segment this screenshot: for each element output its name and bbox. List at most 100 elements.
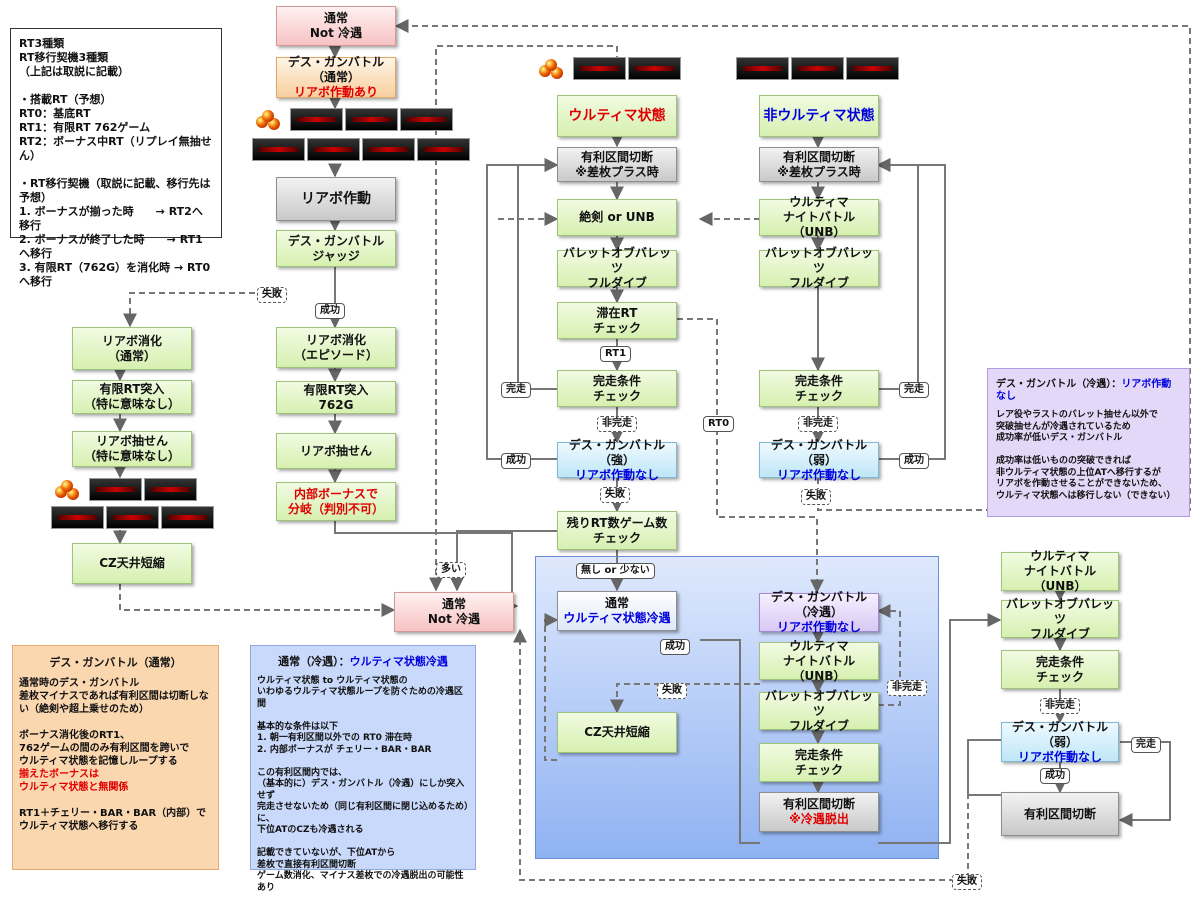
note-line: この有利区間内では、 xyxy=(257,767,348,778)
reel-icon xyxy=(290,108,343,131)
node-line: リアボ抽せん xyxy=(299,443,372,458)
note-line: ボーナス消化後のRT1、 xyxy=(19,730,131,741)
riabo-syouka-ep-node: リアボ消化 （エピソード） xyxy=(276,327,396,368)
note-line xyxy=(19,716,212,729)
reel-icon xyxy=(846,57,899,80)
death-weak-non-node: デス・ガンバトル（弱） リアボ作動なし xyxy=(759,438,879,482)
node-line: 完走条件 xyxy=(794,373,843,388)
node-line: バレットオブバレッツ xyxy=(1005,596,1114,626)
node-line: フルダイブ xyxy=(788,718,849,733)
node-line: デス・ガンバトル xyxy=(287,233,385,248)
ultima-unb-cold-node: ウルティマ ナイトバトル（UNB） xyxy=(759,638,879,683)
tag-fail-strong: 失敗 xyxy=(600,487,630,503)
note-line: いわゆるウルティマ状態ループを防ぐための冷遇区間 xyxy=(257,687,463,709)
note-line: ウルティマ状態へ移行する xyxy=(19,821,139,832)
legend-line: 2. ボーナスが終了した時 → RT1へ移行 xyxy=(19,233,203,260)
node-line: 残りRT数ゲーム数 xyxy=(566,515,668,530)
ultima-unb-non-node: ウルティマ ナイトバトル（UNB） xyxy=(759,195,879,239)
node-line: ウルティマ xyxy=(789,638,849,653)
note-line: 差枚で直接有利区間切断 xyxy=(257,859,357,870)
node-line: ジャッジ xyxy=(312,248,360,263)
note-line: 揃えたボーナスは xyxy=(19,769,99,780)
node-line: ナイトバトル（UNB） xyxy=(782,653,856,683)
riabo-active-node: リアボ作動 xyxy=(276,177,396,221)
death-strong-node: デス・ガンバトル（強） リアボ作動なし xyxy=(557,438,677,482)
reel-strip-ultima xyxy=(535,57,681,80)
tag-not-complete-n: 非完走 xyxy=(798,416,838,432)
note-line: 成功率が低いデス・ガンバトル xyxy=(996,433,1123,443)
node-line: 有利区間切断 xyxy=(580,149,653,164)
complete-check-non-node: 完走条件 チェック xyxy=(759,370,879,407)
node-line: ※差枚プラス時 xyxy=(777,164,861,179)
tag-success-r: 成功 xyxy=(1040,768,1070,784)
note-line: 762ゲームの間のみ有利区間を跨いで xyxy=(19,743,190,754)
tag-rt1: RT1 xyxy=(600,346,632,362)
note-title: デス・ガンバトル（通常） xyxy=(49,656,182,669)
death-normal-node: デス・ガンバトル（通常） リアボ作動あり xyxy=(276,55,396,99)
riabo-chusen-node: リアボ抽せん xyxy=(276,433,396,469)
note-line: 2. 内部ボーナスが チェリー・BAR・BAR xyxy=(257,744,432,755)
node-line: 通常 xyxy=(323,11,348,25)
legend-line: 1. ボーナスが揃った時 → RT2へ移行 xyxy=(19,205,203,232)
note-line: 基本的な条件は以下 xyxy=(257,721,339,732)
node-line: デス・ガンバトル（弱） xyxy=(770,437,868,467)
ultima-unb-right-node: ウルティマ ナイトバトル（UNB） xyxy=(1001,549,1119,593)
reel-icon xyxy=(106,506,159,529)
reel-strip-left-bottom xyxy=(51,478,197,501)
node-line: ウルティマ xyxy=(789,195,849,209)
reel-icon xyxy=(628,57,681,80)
node-line: ウルティマ状態 xyxy=(568,107,666,124)
zetsuken-node: 絶剣 or UNB xyxy=(557,199,677,236)
legend-line: 3. 有限RT（762G）を消化時 → RT0へ移行 xyxy=(19,261,211,288)
normal-mid-node: 通常 Not 冷遇 xyxy=(394,592,514,632)
node-line: 完走条件 xyxy=(794,747,843,762)
note-line: 記載できていないが、下位ATから xyxy=(257,848,396,858)
note-line: ウルティマ状態と無関係 xyxy=(19,782,129,793)
reel-icon xyxy=(161,506,214,529)
node-line: フルダイブ xyxy=(586,276,647,290)
note-line xyxy=(996,445,1181,457)
node-line: バレットオブバレッツ xyxy=(764,246,873,275)
note-title: デス・ガンバトル（冷遇）：リアボ作動なし xyxy=(996,379,1181,402)
legend-line: RT3種類 xyxy=(19,37,65,50)
node-line: CZ天井短縮 xyxy=(584,725,650,739)
node-line: CZ天井短縮 xyxy=(99,556,165,570)
node-line: 非ウルティマ状態 xyxy=(763,107,875,124)
legend-line xyxy=(19,163,213,177)
legend-line: RT1：有限RT 762ゲーム xyxy=(19,121,151,134)
cold-note: 通常（冷遇）：ウルティマ状態冷遇 ウルティマ状態 to ウルティマ状態の いわゆ… xyxy=(250,645,476,893)
advantage-cut-right-node: 有利区間切断 xyxy=(1001,792,1119,836)
node-line: ウルティマ xyxy=(1030,549,1090,563)
tag-fail-cold: 失敗 xyxy=(657,683,687,699)
tag-not-complete-cold: 非完走 xyxy=(887,680,927,696)
node-line: ※差枚プラス時 xyxy=(575,164,659,179)
note-line xyxy=(257,710,469,722)
reel-icon xyxy=(400,108,453,131)
note-title-highlight: ウルティマ状態冷遇 xyxy=(349,655,448,668)
note-title-highlight: リアボ作動なし xyxy=(996,379,1172,402)
reel-strip-non-ultima xyxy=(736,57,899,80)
note-line: ウルティマ状態へは移行しない（できない） xyxy=(996,490,1176,501)
bullet-ultima-node: バレットオブバレッツ フルダイブ xyxy=(557,246,677,290)
rt-check-node: 滞在RT チェック xyxy=(557,302,677,339)
legend-line: RT0：基底RT xyxy=(19,107,91,120)
tag-success-u: 成功 xyxy=(501,453,531,469)
node-line: リアボ作動なし xyxy=(1017,749,1102,764)
legend-line: （上記は取説に記載） xyxy=(19,65,129,78)
cherry-icon xyxy=(252,108,288,131)
node-line: チェック xyxy=(794,762,843,777)
node-line: ウルティマ状態冷遇 xyxy=(563,611,671,625)
death-weak-right-node: デス・ガンバトル（弱） リアボ作動なし xyxy=(1001,720,1119,764)
node-line: ※冷遇脱出 xyxy=(789,812,849,826)
node-line: 有利区間切断 xyxy=(1023,806,1096,821)
reel-icon xyxy=(573,57,626,80)
tag-rt0: RT0 xyxy=(703,416,735,432)
node-line: リアボ抽せん xyxy=(95,434,168,448)
tag-success-n: 成功 xyxy=(899,453,929,469)
note-line xyxy=(19,794,212,807)
note-title-prefix: 通常（冷遇）： xyxy=(278,655,350,668)
node-line: 有利区間切断 xyxy=(782,797,855,811)
bullet-cold-node: バレットオブバレッツ フルダイブ xyxy=(759,689,879,733)
node-line: デス・ガンバトル（強） xyxy=(568,437,666,467)
bullet-non-node: バレットオブバレッツ フルダイブ xyxy=(759,246,879,290)
